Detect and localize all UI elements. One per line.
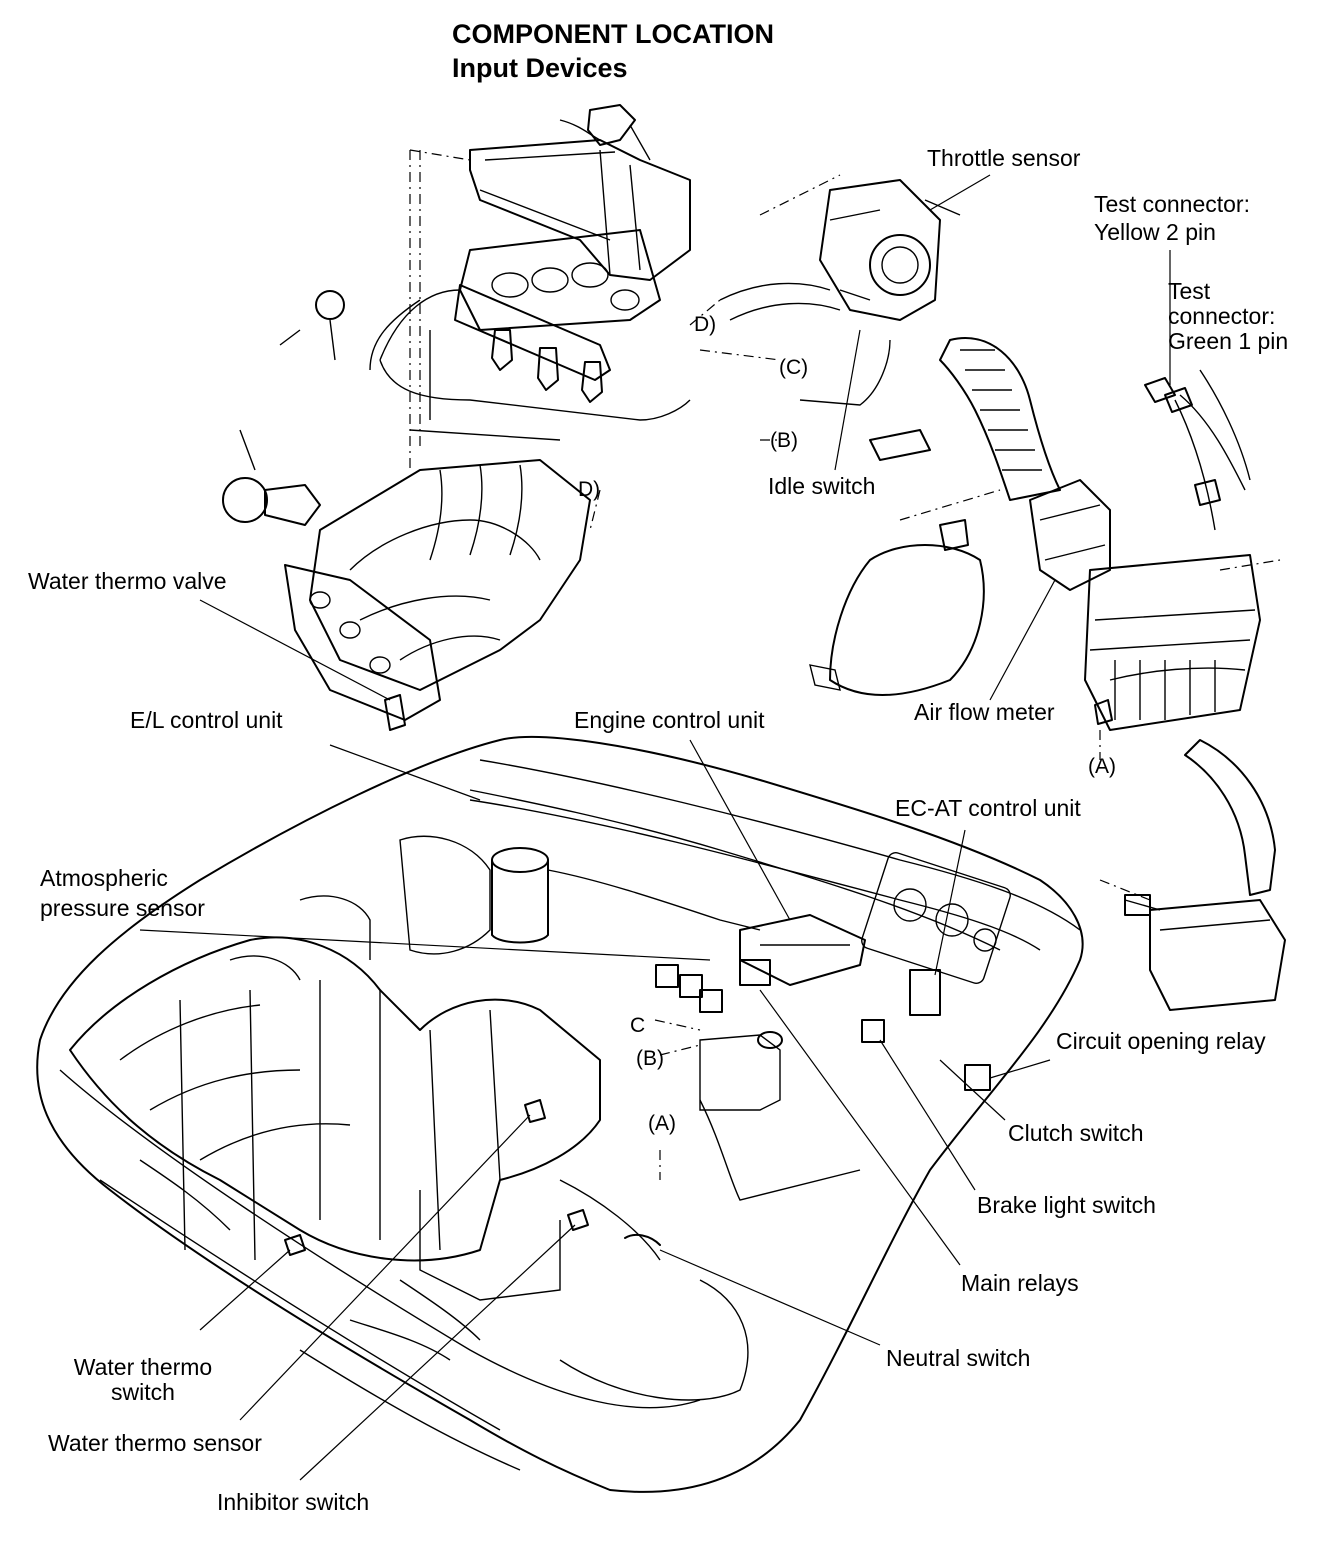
label-test-connector-green-line3: Green 1 pin	[1168, 328, 1289, 354]
label-engine-control-unit: Engine control unit	[574, 707, 765, 733]
brake-booster-sketch	[699, 1031, 861, 1201]
label-idle-switch: Idle switch	[768, 473, 876, 499]
label-atmospheric-pressure-sensor-line2: pressure sensor	[40, 895, 205, 921]
ecu-box-sketch	[739, 914, 866, 986]
label-clutch-switch: Clutch switch	[1008, 1120, 1144, 1146]
leader-lines	[139, 174, 1171, 1481]
connector-letter-b-top: (B)	[770, 429, 798, 452]
relay-cluster-sketch	[655, 959, 991, 1091]
air-cleaner-sketch	[1084, 554, 1276, 896]
idle-speed-valve-sketch	[222, 290, 345, 526]
connector-letter-d-mid: D)	[578, 478, 601, 501]
label-test-connector-yellow-line1: Test connector:	[1094, 191, 1250, 217]
connector-letter-a-bottom: (A)	[648, 1112, 676, 1135]
alignment-lines	[409, 149, 1281, 1180]
label-throttle-sensor: Throttle sensor	[927, 145, 1081, 171]
label-atmospheric-pressure-sensor-line1: Atmospheric	[40, 865, 168, 891]
sensor-parts-sketch	[284, 694, 1113, 1256]
diagram-subtitle: Input Devices	[452, 53, 628, 83]
engine-block-sketch	[69, 835, 661, 1361]
test-connectors-sketch	[1144, 369, 1251, 531]
label-test-connector-green-line2: connector:	[1168, 303, 1276, 329]
label-neutral-switch: Neutral switch	[886, 1345, 1031, 1371]
intake-manifold-gasket-sketch	[459, 229, 661, 331]
connector-letter-a-top: (A)	[1088, 755, 1116, 778]
connector-letter-c-top: (C)	[779, 356, 809, 379]
connector-letter-d-top: D)	[694, 313, 717, 336]
label-brake-light-switch: Brake light switch	[977, 1192, 1156, 1218]
label-water-thermo-sensor: Water thermo sensor	[48, 1430, 262, 1456]
intake-plenum-sketch	[284, 459, 591, 721]
diagram-title: COMPONENT LOCATION	[452, 19, 774, 49]
intake-air-duct-sketch	[869, 337, 1061, 501]
air-flow-meter-sketch	[1029, 479, 1111, 591]
label-main-relays: Main relays	[961, 1270, 1079, 1296]
label-el-control-unit: E/L control unit	[130, 707, 283, 733]
coolant-reservoir-sketch	[809, 519, 985, 696]
dashboard-sketch	[469, 759, 1081, 984]
label-water-thermo-valve: Water thermo valve	[28, 568, 227, 594]
label-circuit-opening-relay: Circuit opening relay	[1056, 1028, 1266, 1054]
canister-sketch	[491, 847, 761, 944]
label-water-thermo-switch-line2: switch	[111, 1379, 175, 1405]
label-water-thermo-switch-line1: Water thermo	[73, 1354, 213, 1380]
connector-letter-c-bottom: C	[630, 1014, 646, 1037]
valve-cover-sketch	[469, 104, 691, 281]
battery-sketch	[1124, 894, 1286, 1011]
label-test-connector-yellow-line2: Yellow 2 pin	[1094, 219, 1216, 245]
label-ec-at-control-unit: EC-AT control unit	[895, 795, 1081, 821]
label-air-flow-meter: Air flow meter	[914, 699, 1055, 725]
car-body-outline	[36, 736, 1084, 1493]
connector-letter-b-bottom: (B)	[636, 1047, 664, 1070]
label-inhibitor-switch: Inhibitor switch	[217, 1489, 370, 1515]
fuel-injectors-sketch	[369, 284, 691, 441]
throttle-body-sketch	[719, 179, 961, 406]
label-test-connector-green-line1: Test	[1168, 278, 1211, 304]
